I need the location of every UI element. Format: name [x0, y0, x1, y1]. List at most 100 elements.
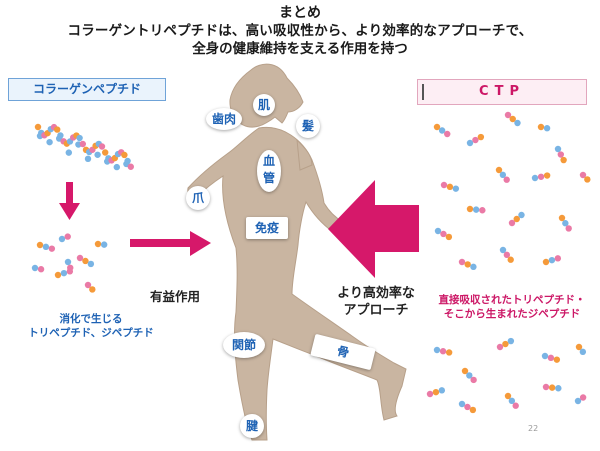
peptide-bead — [537, 123, 545, 131]
peptide-bead — [446, 183, 454, 191]
peptide-bead — [466, 205, 474, 213]
arrow-right-icon — [130, 231, 211, 256]
peptide-bead — [466, 139, 474, 147]
peptide-bead — [574, 397, 582, 405]
peptide-bead — [512, 402, 519, 409]
peptide-bead — [452, 185, 460, 192]
peptide-bead — [503, 176, 510, 183]
peptide-bead — [479, 207, 486, 214]
peptide-bead — [560, 156, 567, 164]
summary-line-1: コラーゲントリペプチドは、高い吸収性から、より効率的なアプローチで、 — [67, 23, 533, 39]
peptide-bead — [509, 115, 516, 123]
peptide-bead — [508, 219, 516, 227]
peptide-bead — [575, 343, 583, 351]
page-number: 22 — [528, 424, 539, 433]
peptide-bead — [553, 356, 561, 363]
peptide-bead — [499, 246, 507, 254]
digestion-note: 消化で生じる トリペプチド、ジペプチド — [6, 312, 176, 340]
digestion-note-line-1: 消化で生じる — [59, 313, 123, 325]
collagen-peptide-chain — [34, 123, 134, 171]
peptide-bead — [31, 264, 39, 272]
peptide-bead — [445, 233, 453, 241]
peptide-bead — [426, 390, 434, 398]
peptide-bead — [76, 254, 84, 262]
collagen-peptide-label: コラーゲンペプチド — [8, 78, 166, 101]
body-label-blood-vessel-text: 血管 — [263, 154, 276, 185]
peptide-bead — [584, 176, 591, 183]
peptide-bead — [514, 119, 521, 127]
peptide-bead — [64, 233, 71, 240]
ctp-label: CTP — [479, 84, 525, 99]
peptide-bead — [65, 149, 73, 156]
peptide-bead — [440, 181, 448, 189]
peptide-bead — [34, 123, 42, 131]
peptide-bead — [124, 157, 131, 165]
peptide-bead — [496, 343, 504, 351]
peptide-bead — [499, 171, 507, 179]
peptide-bead — [94, 240, 102, 248]
digestion-note-line-2: トリペプチド、ジペプチド — [28, 327, 154, 339]
peptide-bead — [579, 171, 587, 179]
peptide-bead — [46, 138, 53, 146]
peptide-bead — [557, 151, 565, 158]
peptide-bead — [554, 145, 562, 153]
peptide-bead — [36, 241, 44, 249]
peptide-bead — [504, 392, 512, 400]
peptide-bead — [438, 387, 446, 394]
body-label-joints: 関節 — [223, 332, 265, 358]
peptide-bead — [444, 130, 451, 138]
peptide-bead — [562, 220, 569, 227]
big-arrow-left-icon — [328, 180, 419, 278]
peptide-bead — [458, 258, 466, 266]
peptide-bead — [547, 354, 555, 362]
ctp-label-box: CTP — [417, 79, 587, 105]
peptide-bead — [440, 230, 447, 238]
peptide-bead — [518, 211, 525, 219]
efficient-approach-line-1: より高効率な — [337, 286, 415, 301]
body-label-blood-vessel: 血管 — [257, 150, 281, 192]
peptide-bead — [102, 149, 109, 156]
ctp-absorption-note: 直接吸収されたトリペプチド・ そこから生まれたジペプチド — [425, 293, 599, 321]
ctp-absorption-note-line-1: 直接吸収されたトリペプチド・ — [438, 294, 586, 306]
peptide-bead — [60, 269, 68, 277]
body-label-hair: 髪 — [296, 114, 320, 138]
peptide-bead — [79, 140, 87, 148]
peptide-bead — [48, 245, 56, 252]
body-label-immunity: 免疫 — [246, 217, 288, 239]
peptide-bead — [495, 166, 503, 174]
peptide-bead — [470, 263, 477, 271]
summary-line-2: 全身の健康維持を支える作用を持つ — [192, 41, 408, 57]
peptide-bead — [84, 155, 92, 163]
peptide-bead — [127, 163, 134, 170]
peptide-bead — [98, 143, 106, 150]
efficient-approach-line-2: アプローチ — [343, 303, 409, 318]
peptide-bead — [87, 260, 95, 268]
ctp-label-bar — [422, 84, 424, 100]
peptide-bead — [64, 258, 72, 266]
peptide-bead — [541, 352, 549, 360]
peptide-bead — [439, 348, 447, 355]
peptide-bead — [464, 403, 471, 411]
body-label-tendon: 腱 — [240, 414, 264, 438]
peptide-molecules — [31, 111, 591, 414]
peptide-bead — [42, 243, 50, 251]
peptide-bead — [477, 133, 485, 141]
peptide-bead — [531, 174, 539, 182]
peptide-bead — [121, 151, 128, 159]
peptide-bead — [555, 385, 562, 392]
peptide-bead — [37, 266, 45, 273]
peptide-bead — [433, 346, 441, 354]
peptide-bead — [113, 163, 121, 171]
peptide-bead — [469, 406, 477, 414]
body-label-skin: 肌 — [253, 94, 275, 116]
peptide-bead — [438, 127, 446, 134]
peptide-bead — [84, 281, 92, 289]
peptide-bead — [67, 264, 74, 271]
peptide-bead — [434, 227, 442, 235]
peptide-bead — [58, 235, 66, 243]
slide-title: まとめ — [279, 5, 321, 21]
peptide-bead — [542, 383, 550, 391]
peptide-bead — [503, 251, 511, 259]
